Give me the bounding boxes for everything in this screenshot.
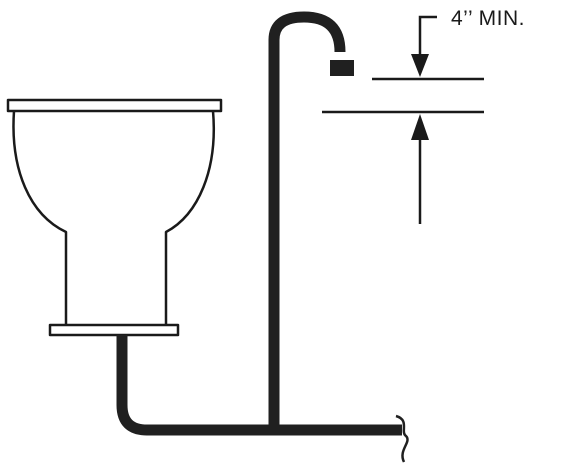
dimension-leaders — [418, 15, 437, 224]
bowl-rim — [6, 98, 223, 113]
upper-leader — [418, 15, 437, 58]
down-arrow-icon — [411, 54, 429, 77]
pipe-break-symbol — [395, 414, 409, 463]
fixture-bowl — [6, 98, 223, 337]
faucet-outlet — [330, 60, 354, 76]
bowl-body — [12, 110, 215, 325]
dimension-label: 4’’ MIN. — [451, 7, 525, 30]
supply-pipe — [268, 11, 346, 430]
bowl-flange — [48, 323, 180, 337]
up-arrow-icon — [411, 114, 429, 140]
waste-pipe — [116, 335, 402, 436]
